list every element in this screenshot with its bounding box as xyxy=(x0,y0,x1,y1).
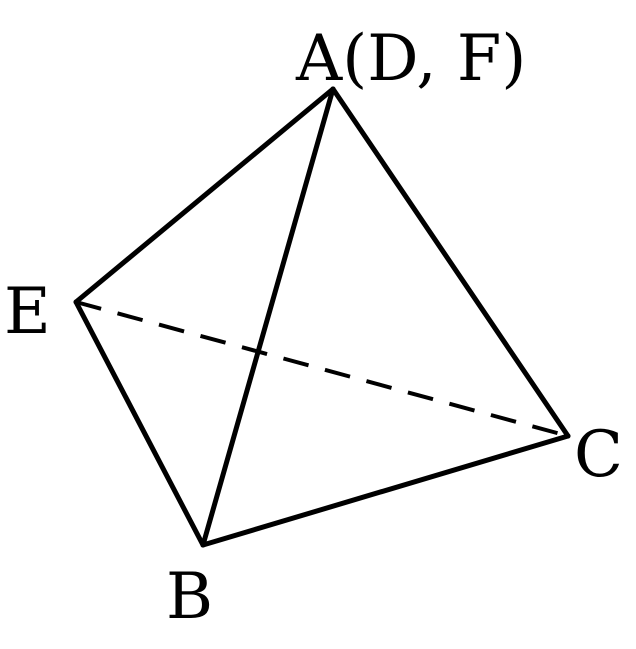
vertex-label-c: C xyxy=(574,418,623,492)
vertex-label-e: E xyxy=(4,275,51,349)
vertex-label-b: B xyxy=(166,560,213,634)
edge-ab xyxy=(200,86,336,548)
edge-ec-hidden xyxy=(75,300,569,438)
edge-eb xyxy=(73,299,206,548)
edge-ea xyxy=(73,86,336,305)
edge-bc xyxy=(200,433,571,548)
vertex-label-a: A(D, F) xyxy=(295,22,526,96)
edge-ac xyxy=(330,86,571,439)
